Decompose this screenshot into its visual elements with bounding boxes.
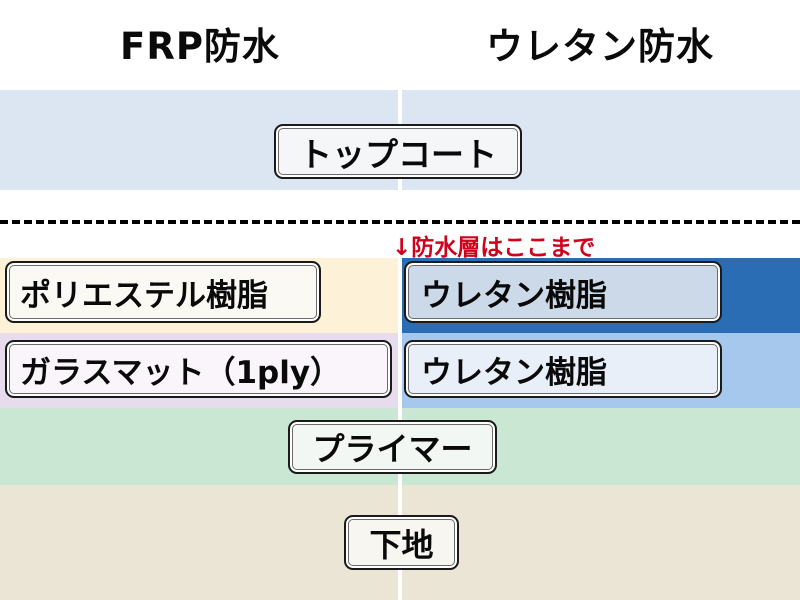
layer-label-urethane-resin-lower: ウレタン樹脂 — [404, 340, 722, 398]
band-base-left-fill — [0, 485, 400, 600]
layer-label-topcoat: トップコート — [274, 124, 522, 179]
layer-label-primer: プライマー — [288, 420, 497, 474]
layer-label-topcoat-text: トップコート — [299, 134, 497, 174]
column-divider — [398, 90, 402, 600]
layer-label-glass-mat-text: ガラスマット（1ply） — [20, 354, 342, 391]
layer-label-urethane-resin-lower-text: ウレタン樹脂 — [421, 354, 607, 391]
layer-label-urethane-resin-upper-text: ウレタン樹脂 — [421, 277, 607, 314]
layer-label-primer-text: プライマー — [312, 430, 473, 468]
band-base — [0, 485, 800, 600]
layer-label-base-text: 下地 — [369, 525, 434, 564]
waterproof-boundary-annotation: ↓防水層はここまで — [392, 235, 596, 261]
column-header-frp: FRP防水 — [120, 25, 280, 68]
layer-label-base: 下地 — [344, 515, 459, 570]
header-row: FRP防水 ウレタン防水 — [0, 0, 800, 90]
waterproof-boundary-dashed-line — [0, 220, 800, 224]
layer-label-polyester-resin-text: ポリエステル樹脂 — [20, 277, 268, 314]
column-header-urethane: ウレタン防水 — [486, 25, 714, 68]
band-base-right-fill — [400, 485, 800, 600]
layer-label-glass-mat: ガラスマット（1ply） — [5, 340, 392, 398]
layer-label-polyester-resin: ポリエステル樹脂 — [5, 261, 321, 323]
layer-label-urethane-resin-upper: ウレタン樹脂 — [404, 261, 722, 323]
